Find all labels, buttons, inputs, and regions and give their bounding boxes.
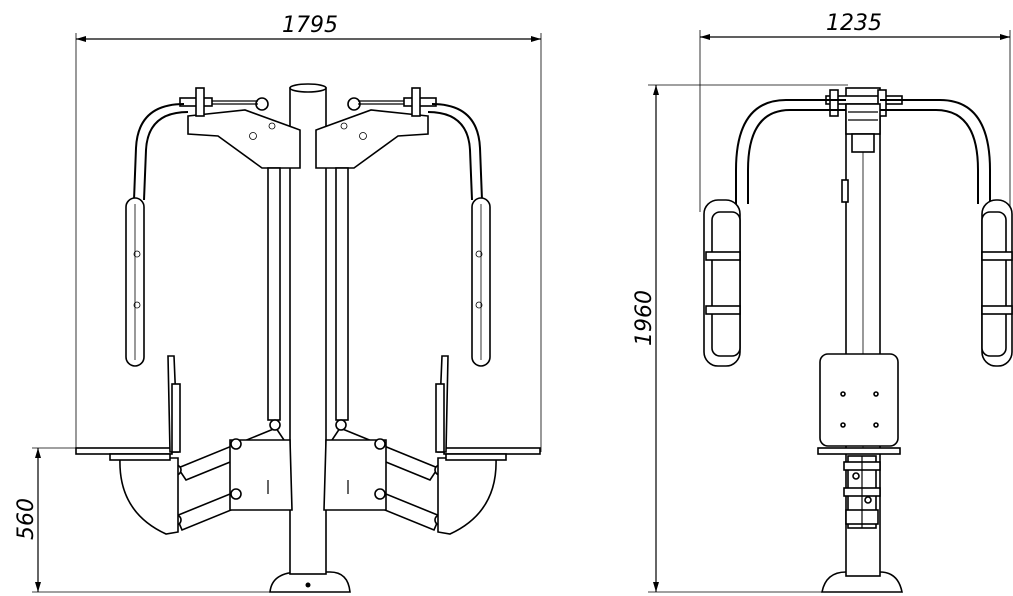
- right-seat-shell: [437, 457, 497, 535]
- left-pivot-plate: [187, 109, 301, 169]
- right-lever-assembly: [323, 419, 446, 532]
- seat-height-dimension: 560: [14, 447, 270, 593]
- right-arm-bow: [431, 103, 483, 201]
- side-width-dimension: 1235: [699, 11, 1011, 212]
- left-lever-assembly: [170, 419, 293, 532]
- side-lower-mechanism: [843, 455, 881, 529]
- right-top-bracket: [358, 87, 437, 117]
- side-seat: [817, 447, 901, 455]
- height-dimension: 1960: [632, 84, 848, 593]
- front-width-dimension: 1795: [75, 13, 542, 452]
- right-rod: [335, 167, 349, 421]
- height-label: 1960: [632, 290, 657, 346]
- base-plate: [269, 571, 351, 593]
- front-view: 1795 560: [14, 13, 542, 593]
- right-seat: [443, 447, 541, 455]
- left-seat: [75, 447, 173, 455]
- left-seat-shell: [119, 457, 179, 535]
- central-post: [289, 87, 327, 575]
- side-width-label: 1235: [826, 11, 882, 36]
- left-top-bracket: [179, 87, 258, 117]
- side-backrest: [819, 353, 899, 447]
- left-arm-bow: [133, 103, 185, 201]
- right-pivot-plate: [315, 109, 429, 169]
- side-right-arm-bow: [880, 99, 991, 204]
- side-right-handle: [981, 199, 1013, 367]
- side-left-handle: [703, 199, 741, 367]
- side-top-pivot: [825, 89, 903, 153]
- left-rod: [267, 167, 281, 421]
- seat-height-label: 560: [14, 498, 39, 540]
- front-width-label: 1795: [282, 13, 338, 38]
- side-left-arm-bow: [735, 99, 846, 204]
- side-view: 1235 1960: [632, 11, 1013, 593]
